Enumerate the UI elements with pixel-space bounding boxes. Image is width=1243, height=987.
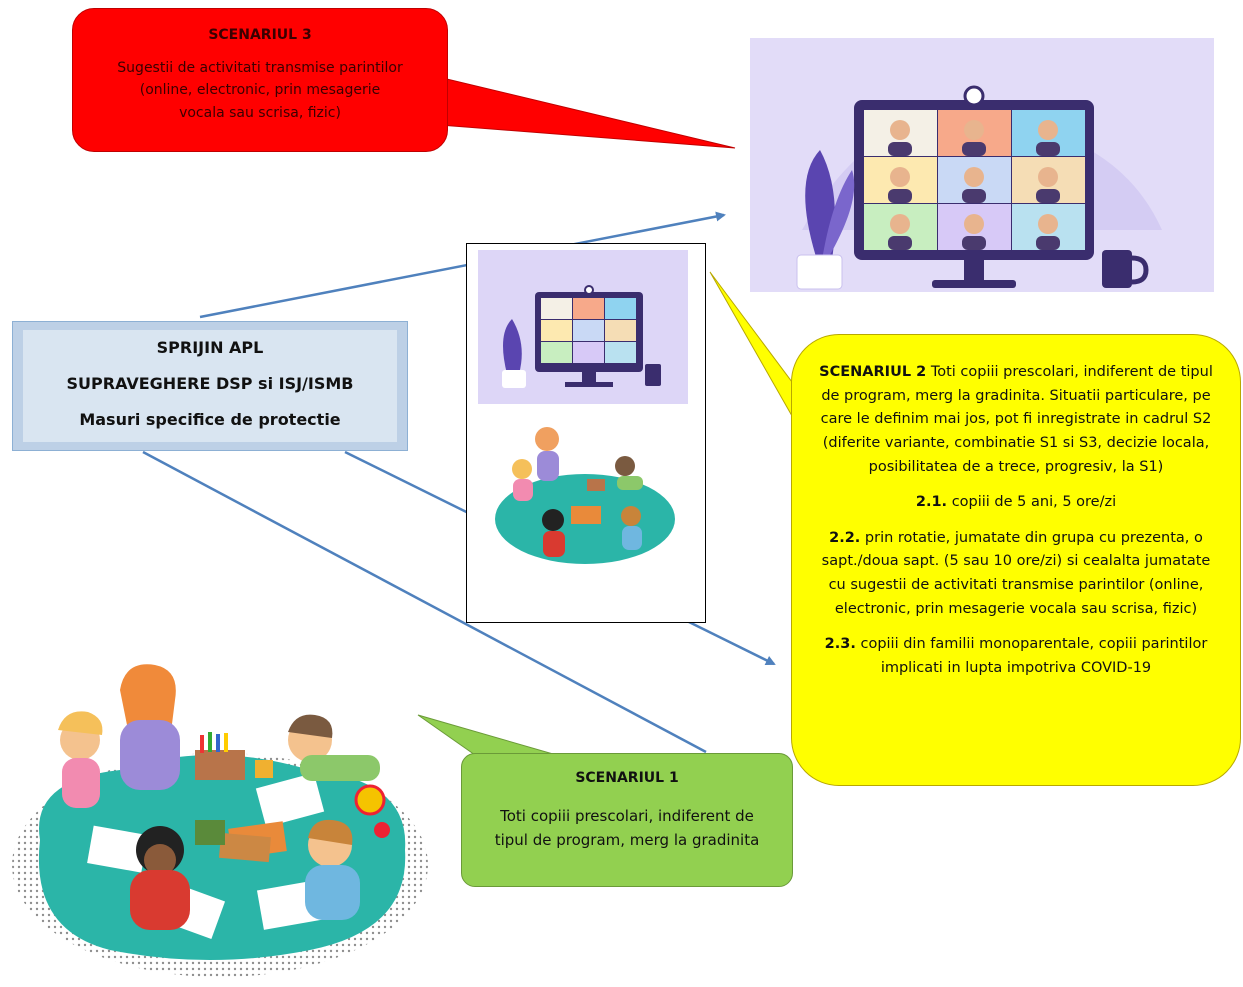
scenario2-item: 2.2. prin rotatie, jumatate din grupa cu… — [818, 527, 1214, 622]
scenario2-item: 2.1. copiii de 5 ani, 5 ore/zi — [818, 491, 1214, 515]
arrow-to-scenario3 — [199, 211, 726, 319]
scenario2-intro-text: Toti copiii prescolari, indiferent de ti… — [820, 364, 1213, 475]
scenario1-line: Toti copiii prescolari, indiferent de — [500, 807, 754, 825]
scenario2-intro: SCENARIUL 2 Toti copiii prescolari, indi… — [818, 361, 1214, 479]
scenario2-item-text: prin rotatie, jumatate din grupa cu prez… — [821, 529, 1211, 617]
scenario2-title: SCENARIUL 2 — [819, 364, 927, 380]
scenario2-item: 2.3. copiii din familii monoparentale, c… — [818, 633, 1214, 680]
scenario2-item-text: copiii din familii monoparentale, copiii… — [860, 636, 1208, 676]
support-line-measures: Masuri specifice de protectie — [79, 410, 341, 429]
line-to-scenario1 — [142, 450, 707, 754]
scenario2-item-number: 2.2. — [829, 529, 861, 546]
scenario2-item-text: copiii de 5 ani, 5 ore/zi — [951, 494, 1117, 511]
scenario1-callout: SCENARIUL 1 Toti copiii prescolari, indi… — [461, 753, 793, 887]
support-line-supervision: SUPRAVEGHERE DSP si ISJ/ISMB — [66, 374, 354, 393]
scenario3-line: vocala sau scrisa, fizic) — [179, 104, 341, 121]
scenario3-title: SCENARIUL 3 — [208, 27, 312, 43]
scenario2-callout: SCENARIUL 2 Toti copiii prescolari, indi… — [791, 334, 1241, 786]
scenario2-item-number: 2.1. — [915, 494, 948, 511]
children-playing-illustration — [10, 660, 430, 980]
scenario1-line: tipul de program, merg la gradinita — [494, 831, 760, 849]
support-line-apl: SPRIJIN APL — [156, 338, 264, 357]
scenario3-tail — [429, 74, 736, 149]
scenario3-line: Sugestii de activitati transmise parinti… — [117, 60, 403, 76]
scenario3-line: (online, electronic, prin mesagerie — [139, 82, 381, 99]
support-box: SPRIJIN APL SUPRAVEGHERE DSP si ISJ/ISMB… — [12, 321, 408, 451]
center-picture-frame — [466, 243, 706, 623]
scenario1-title: SCENARIUL 1 — [575, 770, 679, 786]
video-call-illustration — [737, 25, 1227, 305]
scenario2-item-number: 2.3. — [824, 636, 856, 653]
scenario3-callout: SCENARIUL 3 Sugestii de activitati trans… — [72, 8, 448, 152]
